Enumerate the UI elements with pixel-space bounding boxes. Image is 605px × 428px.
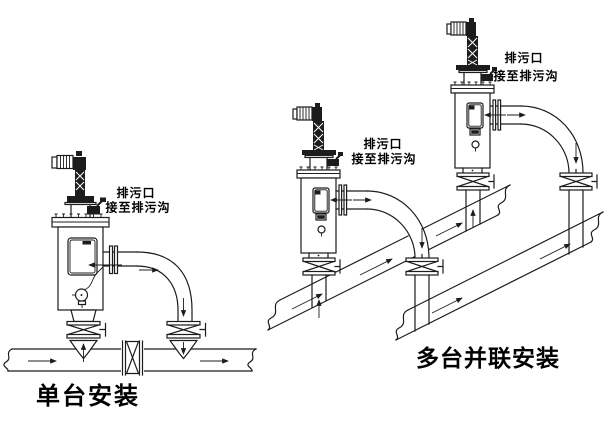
motor-actuator (51, 151, 97, 219)
single-installation-diagram: 排污口 接至排污沟 单台安装 (3, 151, 257, 410)
main-pipeline (3, 340, 257, 377)
drain-note-line1: 排污口 (504, 50, 543, 65)
pipe-break-left (267, 299, 281, 331)
drain-valve (87, 197, 106, 215)
pipe-break-left (395, 309, 409, 341)
drain-note-line1: 排污口 (363, 136, 402, 151)
flow-arrow (359, 258, 393, 276)
top-flange-lid (51, 213, 110, 228)
bypass-valve (121, 340, 144, 377)
drain-note-line2: 接至排污沟 (351, 151, 416, 166)
flow-arrow (539, 243, 571, 260)
inlet-manifold-pipe (267, 184, 511, 331)
pipe-break-right (247, 348, 257, 372)
drain-note-line2: 接至排污沟 (493, 68, 558, 83)
inlet-valve (66, 309, 107, 339)
outlet-branch-pipe (568, 189, 584, 255)
gauge-capillary (84, 266, 104, 290)
pipe-break-left (3, 348, 13, 372)
inlet-branch-pipe (465, 189, 481, 232)
outlet-branch-pipe (414, 274, 430, 332)
pressure-gauge (72, 266, 104, 308)
filter-unit-3 (447, 18, 597, 255)
flow-arrow (291, 293, 323, 310)
outlet-manifold-pipe (395, 211, 604, 341)
drain-note-line1: 排污口 (116, 185, 155, 200)
outlet-elbow (88, 245, 193, 323)
inlet-branch-pipe (311, 274, 327, 308)
pipe-break-right (590, 211, 604, 243)
parallel-install-caption: 多台并联安装 (416, 345, 560, 371)
flow-arrow (431, 297, 463, 314)
parallel-installation-diagram: 排污口 接至排污沟 排污口 接至排污沟 多台并联安装 (267, 18, 604, 371)
pipe-break-right (497, 184, 511, 216)
filter-unit-1 (51, 151, 207, 362)
drain-note-line2: 接至排污沟 (105, 200, 170, 215)
pipe-tap-cones (68, 339, 199, 362)
filter-unit-2 (293, 103, 443, 332)
single-install-caption: 单台安装 (36, 382, 140, 410)
outlet-valve (166, 320, 207, 339)
flow-arrow (435, 222, 463, 237)
